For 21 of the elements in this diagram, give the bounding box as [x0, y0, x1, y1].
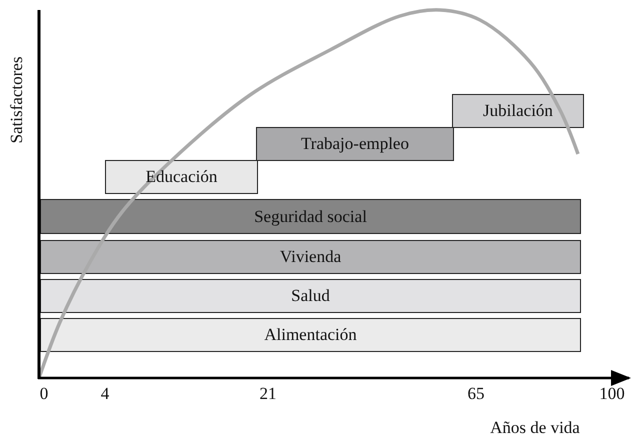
bar-label: Seguridad social [254, 206, 367, 226]
bar-label: Educación [146, 167, 218, 187]
tick-label: 65 [468, 384, 484, 404]
bar-label: Jubilación [483, 101, 553, 121]
need-bar [40, 279, 581, 313]
bar-label: Trabajo-empleo [301, 134, 409, 154]
need-bar [40, 318, 581, 352]
tick-label: 4 [100, 384, 110, 404]
need-bar [40, 240, 581, 274]
stage-box [452, 94, 584, 128]
axis-title: Satisfactores [7, 56, 27, 144]
bar-label: Salud [291, 286, 330, 306]
tick-label: 21 [260, 384, 276, 404]
bar-label: Vivienda [280, 247, 342, 267]
stage-box [105, 160, 258, 194]
bar-label: Alimentación [264, 325, 357, 345]
stage-box [256, 127, 454, 161]
axis-title: Años de vida [490, 418, 580, 438]
tick-label: 0 [40, 384, 48, 404]
tick-label: 100 [599, 384, 625, 404]
need-bar [40, 199, 581, 234]
